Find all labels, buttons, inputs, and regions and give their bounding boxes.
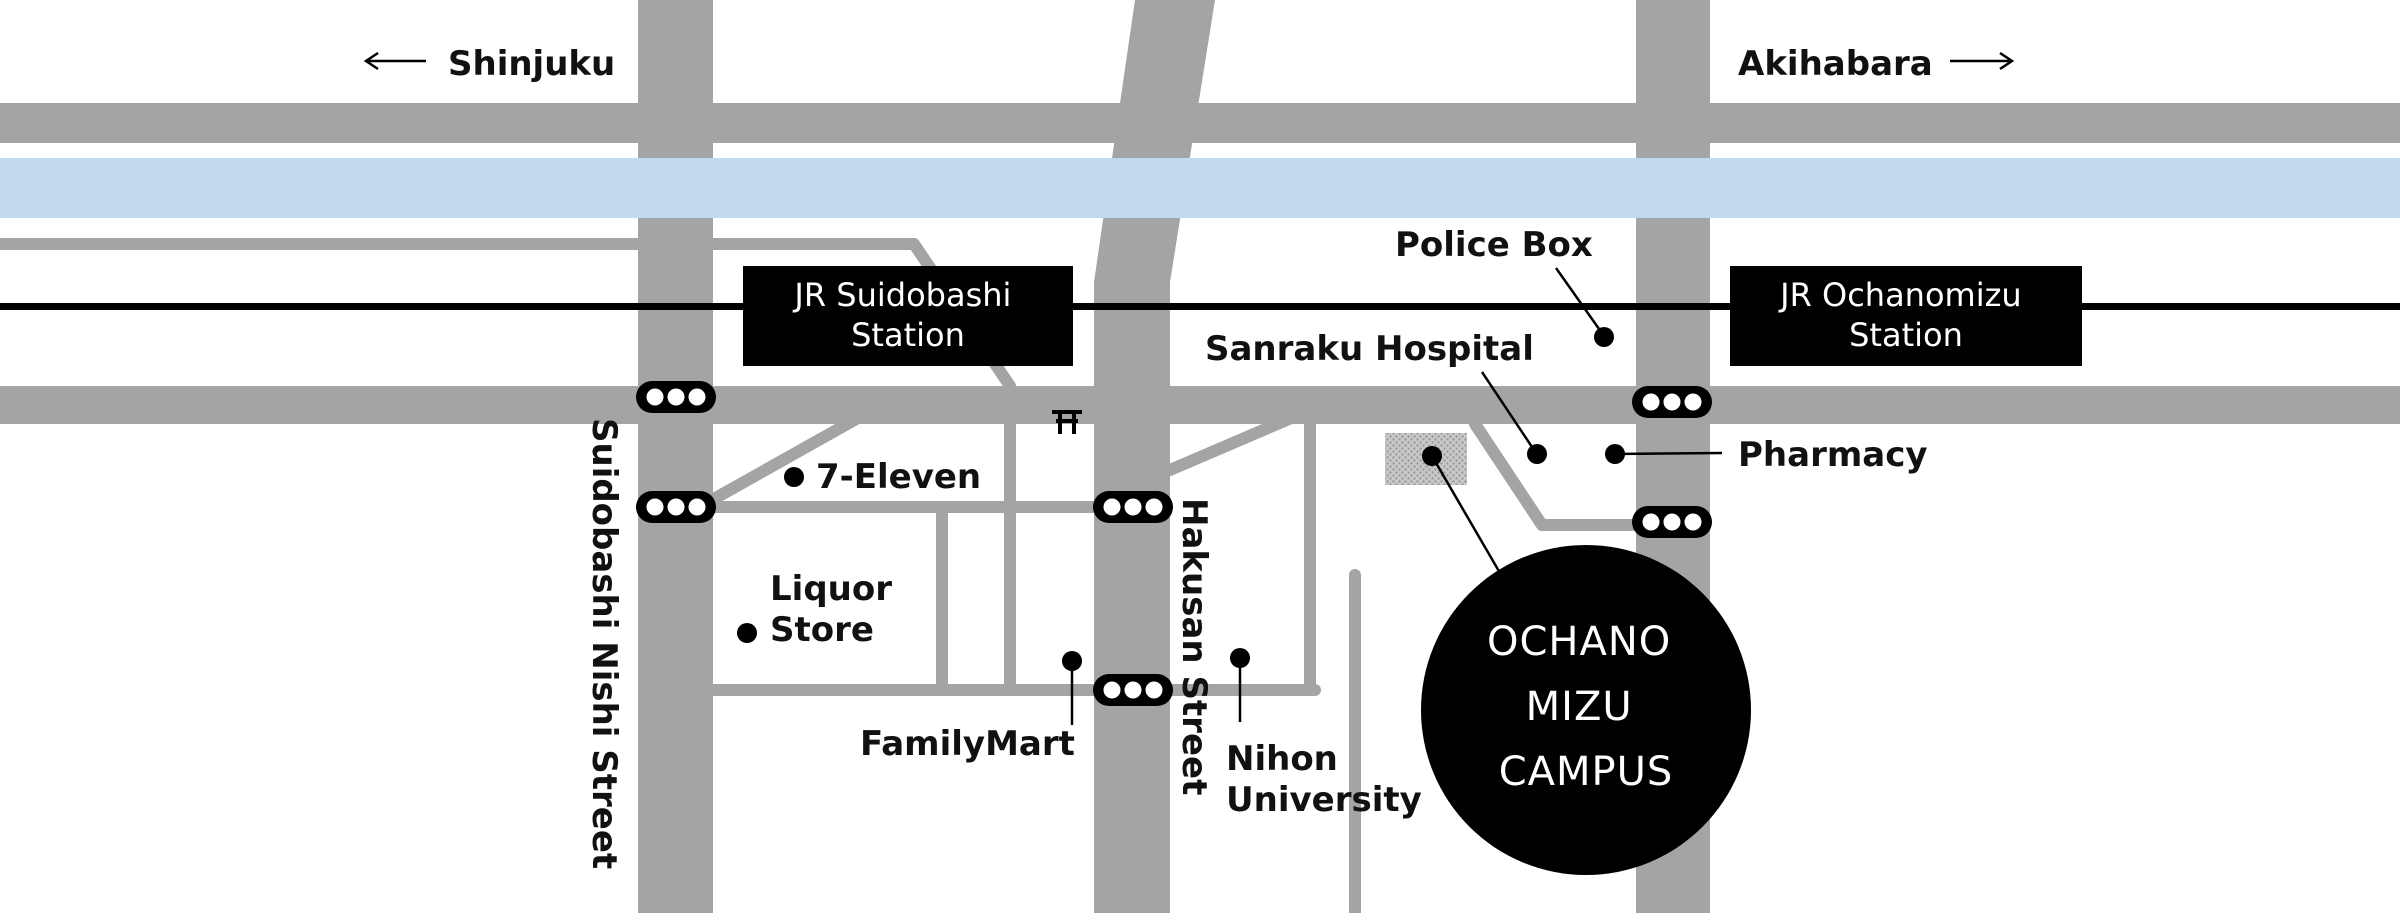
landmark-sanraku-hospital: Sanraku Hospital (1205, 329, 1547, 464)
street-suidobashi-nishi-label: Suidobashi Nishi Street (584, 418, 624, 869)
traffic-light-icon (1632, 386, 1712, 418)
leader-line (1554, 267, 1606, 337)
traffic-light-icon (1093, 674, 1173, 706)
jr-railway-line (0, 303, 2400, 310)
traffic-lights (636, 381, 1712, 706)
svg-text:Liquor Store: Liquor Store (770, 569, 904, 650)
liquor-store-label-line1: Liquor (770, 569, 892, 609)
main-road-top (0, 103, 2400, 143)
marker-dot (1527, 444, 1547, 464)
station-suidobashi: JR Suidobashi Station (743, 266, 1073, 366)
direction-east: Akihabara (1738, 44, 2015, 84)
arrow-left-icon (363, 51, 426, 71)
seven-eleven-label: 7-Eleven (816, 457, 981, 497)
station-ochanomizu: JR Ochanomizu Station (1730, 266, 2082, 366)
svg-text:Nihon University: Nihon University (1226, 739, 1422, 820)
campus-circle (1421, 545, 1751, 875)
marker-dot (784, 467, 804, 487)
street-campus-loop (1469, 418, 1642, 531)
direction-east-label: Akihabara (1738, 44, 1933, 84)
street-diagonal-west (706, 394, 896, 506)
landmark-seven-eleven: 7-Eleven (784, 457, 981, 497)
street-hakusan-label: Hakusan Street (1174, 498, 1214, 795)
traffic-light-icon (636, 381, 716, 413)
traffic-light-icon (1093, 491, 1173, 523)
landmark-liquor-store: Liquor Store (737, 569, 904, 650)
leader-line (1430, 455, 1502, 574)
campus-label-line3: CAMPUS (1499, 749, 1674, 795)
landmark-familymart: FamilyMart (860, 651, 1082, 764)
campus-label-line2: MIZU (1526, 684, 1633, 730)
police-box-label: Police Box (1395, 225, 1593, 265)
sanraku-hospital-label: Sanraku Hospital (1205, 329, 1534, 369)
river (0, 158, 2400, 218)
liquor-store-label-line2: Store (770, 610, 874, 650)
nihon-university-label-line2: University (1226, 780, 1422, 820)
svg-text:JR Suidobashi Station: JR Suidobashi Station (792, 276, 1021, 354)
marker-dot (737, 623, 757, 643)
nihon-university-label-line1: Nihon (1226, 739, 1338, 779)
shrine-icon (1052, 410, 1082, 434)
svg-text:JR Ochanomizu Station: JR Ochanomizu Station (1778, 276, 2032, 354)
direction-west: Shinjuku (363, 44, 615, 84)
arrow-right-icon (1950, 51, 2015, 71)
traffic-light-icon (636, 491, 716, 523)
direction-west-label: Shinjuku (448, 44, 615, 84)
leader-line (1614, 451, 1723, 456)
familymart-label: FamilyMart (860, 724, 1075, 764)
campus-marker: OCHANO MIZU CAMPUS (1421, 446, 1751, 875)
station-suidobashi-line1: JR Suidobashi (792, 276, 1011, 314)
marker-dot (1594, 327, 1614, 347)
landmark-nihon-university: Nihon University (1226, 648, 1422, 820)
suidobashi-nishi-street-road (638, 0, 713, 913)
street-diagonal-east (1164, 404, 1316, 476)
station-suidobashi-box (743, 266, 1073, 366)
road-middle (0, 386, 2400, 424)
svg-text:OCHANO MIZU CAMPUS: OCHANO MIZU CAMPUS (1487, 619, 1685, 795)
leader-line (1480, 371, 1538, 454)
station-ochanomizu-box (1730, 266, 2082, 366)
station-ochanomizu-line2: Station (1849, 316, 1963, 354)
landmark-police-box: Police Box (1395, 225, 1614, 347)
landmark-pharmacy: Pharmacy (1605, 435, 1928, 475)
station-suidobashi-line2: Station (851, 316, 965, 354)
station-ochanomizu-line1: JR Ochanomizu (1778, 276, 2022, 314)
campus-label-line1: OCHANO (1487, 619, 1671, 665)
traffic-light-icon (1632, 506, 1712, 538)
pharmacy-label: Pharmacy (1738, 435, 1928, 475)
